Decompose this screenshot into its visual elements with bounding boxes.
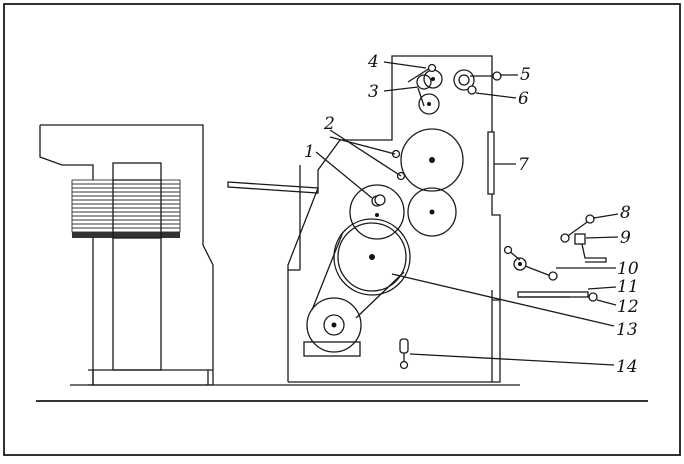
callout-10: 10: [617, 259, 639, 279]
callout-6: 6: [518, 89, 529, 109]
leader-lines: [315, 61, 619, 366]
bar-assembly-11-12: [517, 291, 598, 302]
callout-1: 1: [304, 142, 315, 162]
impression-cylinder: [333, 218, 411, 296]
blanket-cylinder: [349, 184, 405, 240]
ink-roller-top: [400, 128, 464, 192]
callout-4: 4: [367, 52, 379, 72]
callout-7: 7: [518, 155, 529, 175]
lever-assembly-8-9: [560, 214, 607, 263]
callout-3: 3: [368, 82, 379, 102]
press-body: [287, 55, 501, 383]
callout-14: 14: [616, 357, 638, 377]
callout-8: 8: [620, 203, 631, 223]
motor-pulley: [303, 231, 405, 357]
callout-2: 2: [323, 114, 335, 134]
side-panel: [487, 131, 495, 195]
plate-cylinder: [407, 187, 457, 237]
damping-assembly: [407, 63, 443, 115]
feeder-unit: [39, 124, 319, 386]
callout-12: 12: [617, 297, 639, 317]
callout-13: 13: [616, 320, 638, 340]
adjuster-knob: [374, 194, 386, 206]
paper-stack: [71, 179, 181, 239]
lever-assembly-10: [503, 245, 558, 281]
callout-11: 11: [617, 277, 639, 297]
handle-14: [399, 338, 409, 370]
callout-9: 9: [620, 228, 631, 248]
figure-border: [3, 3, 681, 456]
ink-fountain-assembly: [453, 69, 502, 95]
callout-5: 5: [520, 65, 531, 85]
